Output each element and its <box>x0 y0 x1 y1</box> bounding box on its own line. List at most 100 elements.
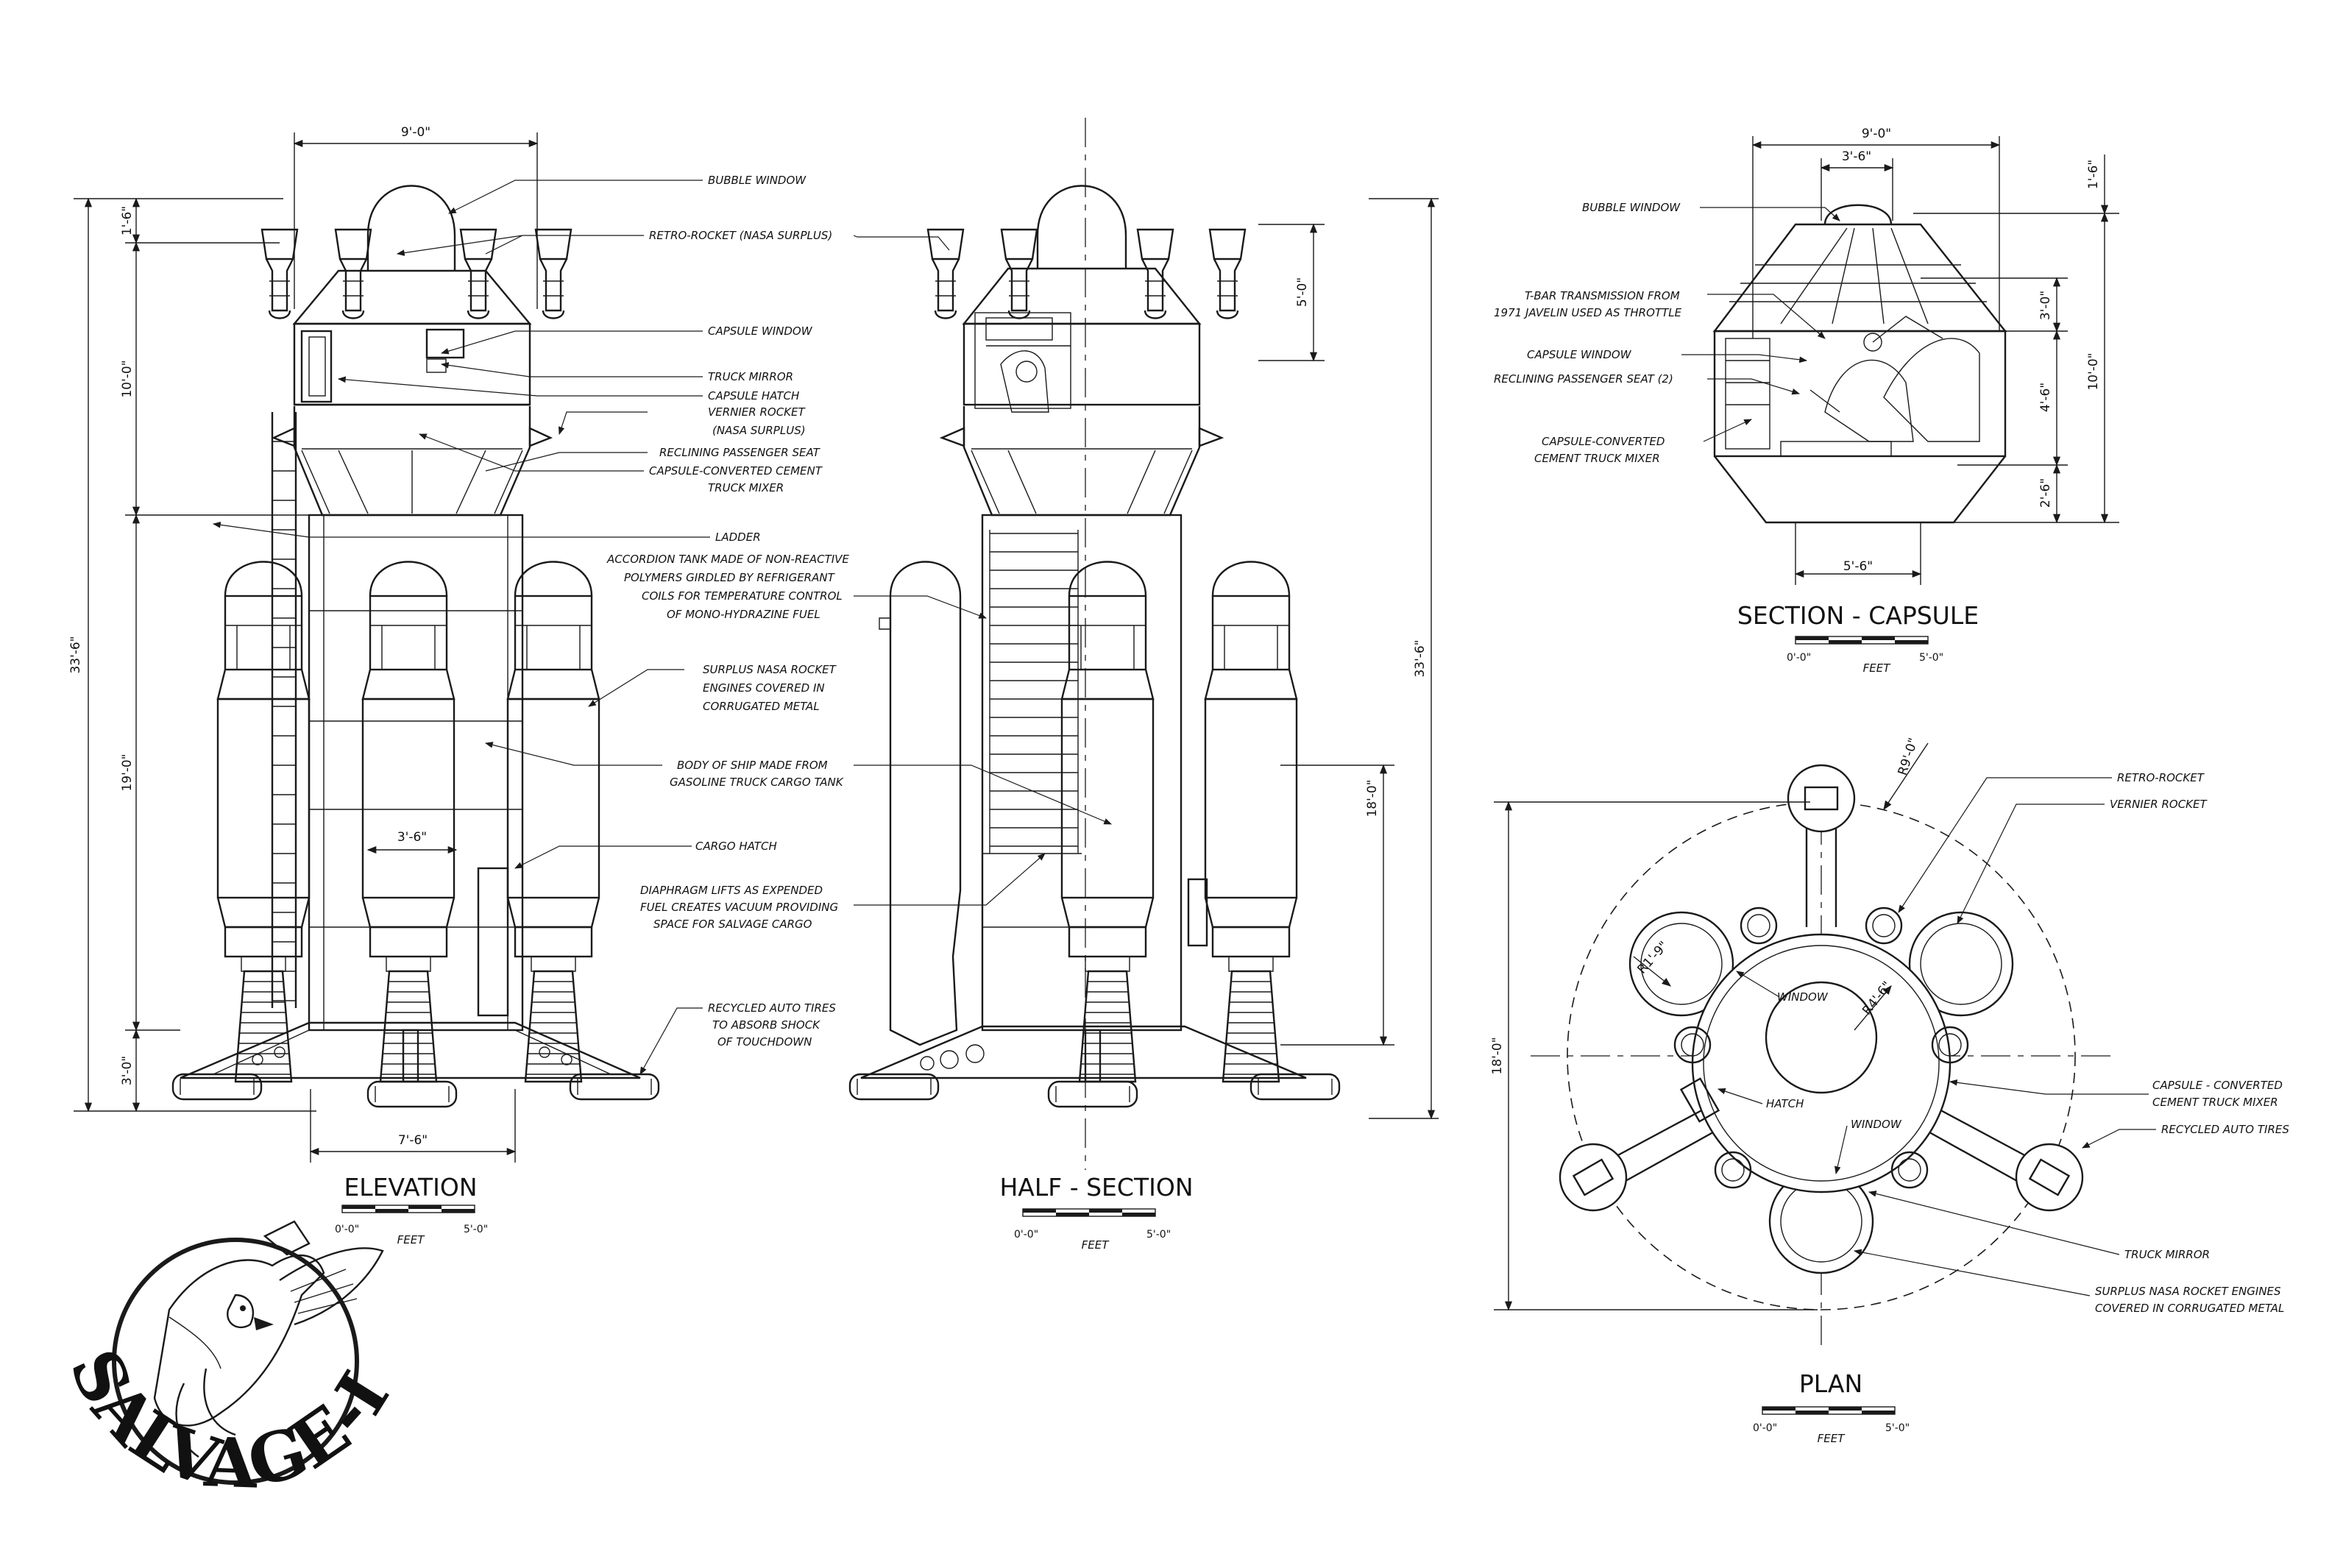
note-vernier-rocket: VERNIER ROCKET <box>708 405 806 419</box>
section-capsule-scale-end: 5'-0" <box>1919 652 1943 664</box>
plan-scale-end: 5'-0" <box>1885 1422 1910 1434</box>
plan-callouts: RETRO-ROCKET VERNIER ROCKET WINDOW HATCH… <box>1717 771 2289 1315</box>
dim-cargo-width: 3'-6" <box>397 830 427 845</box>
dim-upper-height: 3'-0" <box>2038 291 2053 320</box>
dim-top-width: 9'-0" <box>401 125 430 140</box>
note-cargo-hatch: CARGO HATCH <box>695 840 777 853</box>
section-capsule-title: SECTION - CAPSULE <box>1737 601 1979 630</box>
dim-capsule-width: 9'-0" <box>1862 127 1891 141</box>
half-section-scale-bar <box>1022 1208 1156 1217</box>
dim-capsule-base-width: 5'-6" <box>1843 559 1873 574</box>
half-section-scale-end: 5'-0" <box>1146 1229 1171 1241</box>
note-capsule-cement-1: CAPSULE-CONVERTED CEMENT <box>649 464 823 478</box>
dim-gear-height: 3'-0" <box>120 1056 135 1085</box>
plan-title: PLAN <box>1799 1369 1862 1398</box>
elevation-leaders <box>212 180 1112 1075</box>
plan-view <box>1531 764 2112 1347</box>
note-diaphragm-2: FUEL CREATES VACUUM PROVIDING <box>640 901 838 914</box>
section-capsule-title-block: SECTION - CAPSULE 0'-0" 5'-0" FEET <box>1737 601 1979 675</box>
note-diaphragm-1: DIAPHRAGM LIFTS AS EXPENDED <box>640 884 823 897</box>
dim-half-body-height: 18'-0" <box>1365 779 1380 817</box>
note-retro-rocket: RETRO-ROCKET (NASA SURPLUS) <box>649 229 832 242</box>
dim-radius-outer: R9'-0" <box>1896 737 1921 778</box>
note-accordion-2: POLYMERS GIRDLED BY REFRIGERANT <box>624 571 836 584</box>
note-surplus-2: ENGINES COVERED IN <box>703 681 825 695</box>
cap-note-bubble-window: BUBBLE WINDOW <box>1582 201 1681 214</box>
left-engine-section <box>879 561 962 1046</box>
section-capsule-scale-bar <box>1795 636 1929 645</box>
plan-note-truck-mirror: TRUCK MIRROR <box>2124 1248 2210 1261</box>
eagle-emblem-icon <box>153 1220 384 1458</box>
dim-bubble-width: 3'-6" <box>1842 149 1871 164</box>
note-capsule-hatch: CAPSULE HATCH <box>708 389 799 402</box>
note-reclining-seat: RECLINING PASSENGER SEAT <box>659 446 821 459</box>
plan-title-block: PLAN 0'-0" 5'-0" FEET <box>1753 1369 1910 1445</box>
cap-note-tbar-1: T-BAR TRANSMISSION FROM <box>1525 289 1680 302</box>
elevation-scale-end: 5'-0" <box>464 1224 488 1235</box>
dim-overall-height: 33'-6" <box>68 636 83 673</box>
note-accordion-1: ACCORDION TANK MADE OF NON-REACTIVE <box>606 553 849 566</box>
note-accordion-3: COILS FOR TEMPERATURE CONTROL <box>642 589 843 603</box>
elevation-title: ELEVATION <box>344 1173 477 1202</box>
note-tires-1: RECYCLED AUTO TIRES <box>708 1001 836 1015</box>
note-ladder: LADDER <box>715 531 761 544</box>
cap-note-tbar-2: 1971 JAVELIN USED AS THROTTLE <box>1494 306 1682 319</box>
section-capsule-scale-unit: FEET <box>1863 661 1892 675</box>
note-body-1: BODY OF SHIP MADE FROM <box>677 759 828 772</box>
section-capsule-scale-start: 0'-0" <box>1787 652 1811 664</box>
plan-note-capsule-1: CAPSULE - CONVERTED <box>2152 1079 2283 1092</box>
plan-scale-bar <box>1762 1406 1896 1415</box>
elevation-title-block: ELEVATION 0'-0" 5'-0" FEET <box>335 1173 488 1246</box>
plan-scale-start: 0'-0" <box>1753 1422 1777 1434</box>
cap-note-cement-2: CEMENT TRUCK MIXER <box>1534 452 1660 465</box>
elevation-scale-unit: FEET <box>397 1233 426 1246</box>
plan-note-surplus-2: COVERED IN CORRUGATED METAL <box>2095 1302 2284 1315</box>
note-truck-mirror: TRUCK MIRROR <box>708 370 793 383</box>
elevation-view <box>171 185 660 1108</box>
half-section-scale-start: 0'-0" <box>1014 1229 1038 1241</box>
dim-capsule-overall-height: 10'-0" <box>2086 352 2101 390</box>
dim-capsule-height: 10'-0" <box>120 360 135 397</box>
note-accordion-4: OF MONO-HYDRAZINE FUEL <box>667 608 820 621</box>
plan-note-hatch: HATCH <box>1766 1097 1804 1110</box>
dim-mid-height: 4'-6" <box>2038 383 2053 412</box>
elevation-dimensions: 33'-6" 1'-6" 10'-0" 19'-0" 3'-0" 9'-0" 3… <box>68 125 1439 1163</box>
section-capsule-dimensions: 9'-0" 3'-6" 5'-6" 1'-6" 10'-0" 3'-0" 4'-… <box>1751 127 2119 585</box>
half-section-scale-unit: FEET <box>1082 1238 1110 1252</box>
section-capsule-callouts: BUBBLE WINDOW T-BAR TRANSMISSION FROM 19… <box>1494 201 1840 465</box>
note-surplus-1: SURPLUS NASA ROCKET <box>703 663 837 676</box>
dim-plan-height: 18'-0" <box>1490 1037 1505 1074</box>
note-diaphragm-3: SPACE FOR SALVAGE CARGO <box>653 918 812 931</box>
dim-bubble-height: 1'-6" <box>2086 160 2101 189</box>
plan-note-surplus-1: SURPLUS NASA ROCKET ENGINES <box>2095 1285 2281 1298</box>
note-vernier-surplus: (NASA SURPLUS) <box>712 424 806 437</box>
plan-note-retro-rocket: RETRO-ROCKET <box>2117 771 2205 784</box>
note-body-2: GASOLINE TRUCK CARGO TANK <box>670 776 844 789</box>
plan-note-window-1: WINDOW <box>1777 990 1829 1004</box>
plan-note-window-2: WINDOW <box>1851 1118 1902 1131</box>
cap-note-capsule-window: CAPSULE WINDOW <box>1527 348 1632 361</box>
note-capsule-window: CAPSULE WINDOW <box>708 324 813 338</box>
dim-capsule-top: 5'-0" <box>1295 277 1310 307</box>
half-section-dimensions: 5'-0" 18'-0" <box>1258 223 1394 1046</box>
elevation-scale-start: 0'-0" <box>335 1224 359 1235</box>
half-section-title-block: HALF - SECTION 0'-0" 5'-0" FEET <box>999 1173 1193 1252</box>
note-bubble-window: BUBBLE WINDOW <box>708 174 807 187</box>
elevation-callouts: BUBBLE WINDOW RETRO-ROCKET (NASA SURPLUS… <box>606 174 849 1049</box>
dim-body-height: 19'-0" <box>120 753 135 791</box>
note-surplus-3: CORRUGATED METAL <box>703 700 820 713</box>
note-tires-3: OF TOUCHDOWN <box>717 1035 812 1049</box>
half-section-view <box>848 118 1341 1170</box>
note-capsule-cement-2: TRUCK MIXER <box>708 481 784 494</box>
dim-lower-height: 2'-6" <box>2038 478 2053 508</box>
accordion-tank <box>989 530 1079 854</box>
elevation-scale-bar <box>341 1205 475 1213</box>
plan-scale-unit: FEET <box>1818 1432 1846 1445</box>
dim-top-small: 1'-6" <box>120 206 135 235</box>
plan-note-capsule-2: CEMENT TRUCK MIXER <box>2152 1096 2278 1109</box>
half-section-title: HALF - SECTION <box>999 1173 1193 1202</box>
plan-note-vernier-rocket: VERNIER ROCKET <box>2110 798 2208 811</box>
section-capsule-view <box>1712 204 2007 524</box>
dim-right-overall-height: 33'-6" <box>1413 639 1428 677</box>
